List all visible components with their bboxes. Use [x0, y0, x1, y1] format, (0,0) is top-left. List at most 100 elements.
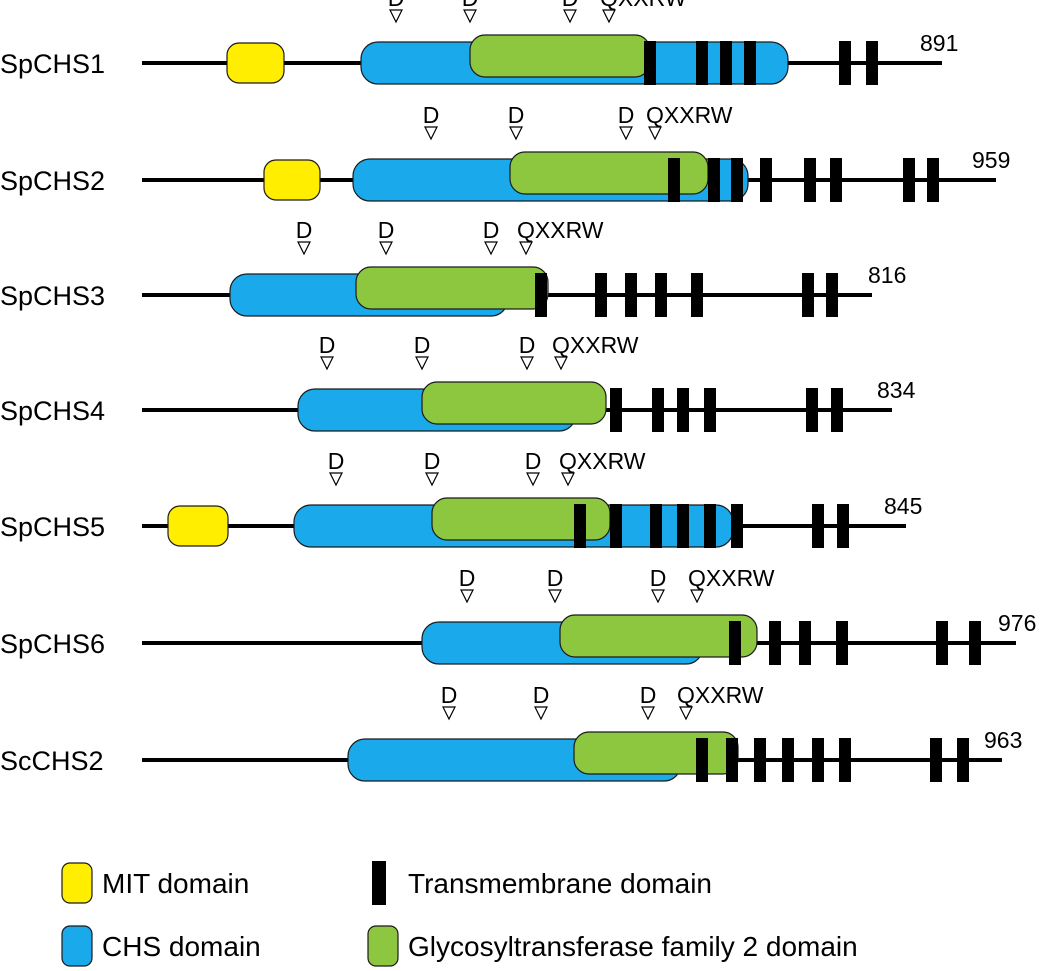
motif-label-d: D: [618, 102, 635, 128]
motif-marker-d-icon: [463, 9, 477, 24]
transmembrane-segment: [691, 273, 703, 317]
transmembrane-segment: [731, 504, 743, 548]
motif-label-d: D: [423, 102, 440, 128]
motif-marker-qxxrw-icon: [690, 589, 704, 604]
legend-label: Transmembrane domain: [408, 868, 712, 899]
mit-domain: [226, 42, 285, 84]
transmembrane-segment: [812, 738, 824, 782]
motif-marker-d-icon: [425, 472, 439, 487]
transmembrane-segment: [720, 41, 732, 85]
transmembrane-segment: [806, 388, 818, 432]
transmembrane-segment: [804, 158, 816, 202]
motif-label-d: D: [462, 0, 479, 11]
motif-label-d: D: [378, 217, 395, 243]
legend-swatch-mit: [61, 862, 93, 904]
protein-length-label: 959: [972, 147, 1010, 173]
legend-swatch-gt2: [367, 925, 399, 967]
motif-label-qxxrw: QXXRW: [552, 332, 639, 358]
transmembrane-segment: [655, 273, 667, 317]
motif-marker-d-icon: [320, 356, 334, 371]
protein-length-label: 963: [984, 727, 1022, 753]
transmembrane-segment: [836, 621, 848, 665]
transmembrane-segment: [802, 273, 814, 317]
motif-marker-d-icon: [526, 472, 540, 487]
mit-domain: [167, 505, 229, 547]
protein-length-label: 845: [884, 493, 922, 519]
motif-marker-d-icon: [424, 126, 438, 141]
motif-marker-d-icon: [534, 706, 548, 721]
legend-label: CHS domain: [102, 931, 261, 962]
motif-label-qxxrw: QXXRW: [646, 102, 733, 128]
motif-label-qxxrw: QXXRW: [600, 0, 687, 11]
protein-length-label: 976: [998, 610, 1036, 636]
transmembrane-segment: [799, 621, 811, 665]
protein-name-label: SpCHS4: [0, 396, 105, 426]
transmembrane-segment: [866, 41, 878, 85]
motif-marker-d-icon: [548, 589, 562, 604]
motif-marker-d-icon: [641, 706, 655, 721]
motif-marker-d-icon: [563, 9, 577, 24]
legend-label: Glycosyltransferase family 2 domain: [408, 931, 858, 962]
protein-name-label: SpCHS3: [0, 281, 105, 311]
transmembrane-segment: [769, 621, 781, 665]
transmembrane-segment: [903, 158, 915, 202]
protein-length-label: 891: [920, 30, 958, 56]
transmembrane-segment: [610, 388, 622, 432]
transmembrane-segment: [668, 158, 680, 202]
motif-marker-d-icon: [619, 126, 633, 141]
protein-length-label: 816: [868, 262, 906, 288]
transmembrane-segment: [677, 388, 689, 432]
transmembrane-segment: [831, 388, 843, 432]
motif-label-d: D: [533, 682, 550, 708]
motif-marker-d-icon: [509, 126, 523, 141]
glycosyltransferase-domain: [421, 381, 607, 425]
transmembrane-segment: [839, 738, 851, 782]
transmembrane-segment: [837, 504, 849, 548]
protein-name-label: SpCHS2: [0, 166, 105, 196]
transmembrane-segment: [677, 504, 689, 548]
motif-marker-qxxrw-icon: [602, 9, 616, 24]
transmembrane-segment: [957, 738, 969, 782]
transmembrane-segment: [731, 158, 743, 202]
motif-label-qxxrw: QXXRW: [677, 682, 764, 708]
motif-label-d: D: [519, 332, 536, 358]
glycosyltransferase-domain: [469, 34, 651, 78]
motif-label-d: D: [459, 565, 476, 591]
transmembrane-segment: [754, 738, 766, 782]
transmembrane-segment: [704, 388, 716, 432]
motif-marker-qxxrw-icon: [648, 126, 662, 141]
transmembrane-segment: [830, 158, 842, 202]
transmembrane-segment: [574, 504, 586, 548]
motif-label-d: D: [296, 217, 313, 243]
transmembrane-segment: [650, 504, 662, 548]
motif-marker-d-icon: [484, 241, 498, 256]
transmembrane-segment: [760, 158, 772, 202]
motif-marker-d-icon: [460, 589, 474, 604]
motif-label-d: D: [414, 332, 431, 358]
glycosyltransferase-domain: [559, 614, 758, 658]
protein-row-spchs1: SpCHS1DDDQXXRW891: [0, 0, 958, 85]
legend-swatch-chs: [61, 925, 93, 967]
legend-label: MIT domain: [102, 868, 249, 899]
protein-name-label: SpCHS5: [0, 512, 105, 542]
transmembrane-segment: [610, 504, 622, 548]
motif-label-d: D: [547, 565, 564, 591]
motif-label-d: D: [319, 332, 336, 358]
transmembrane-segment: [696, 738, 708, 782]
transmembrane-segment: [969, 621, 981, 665]
transmembrane-segment: [625, 273, 637, 317]
motif-marker-qxxrw-icon: [561, 472, 575, 487]
mit-domain: [263, 159, 321, 201]
protein-name-label: ScCHS2: [0, 746, 104, 776]
motif-label-d: D: [483, 217, 500, 243]
motif-label-d: D: [388, 0, 405, 11]
motif-label-d: D: [525, 448, 542, 474]
